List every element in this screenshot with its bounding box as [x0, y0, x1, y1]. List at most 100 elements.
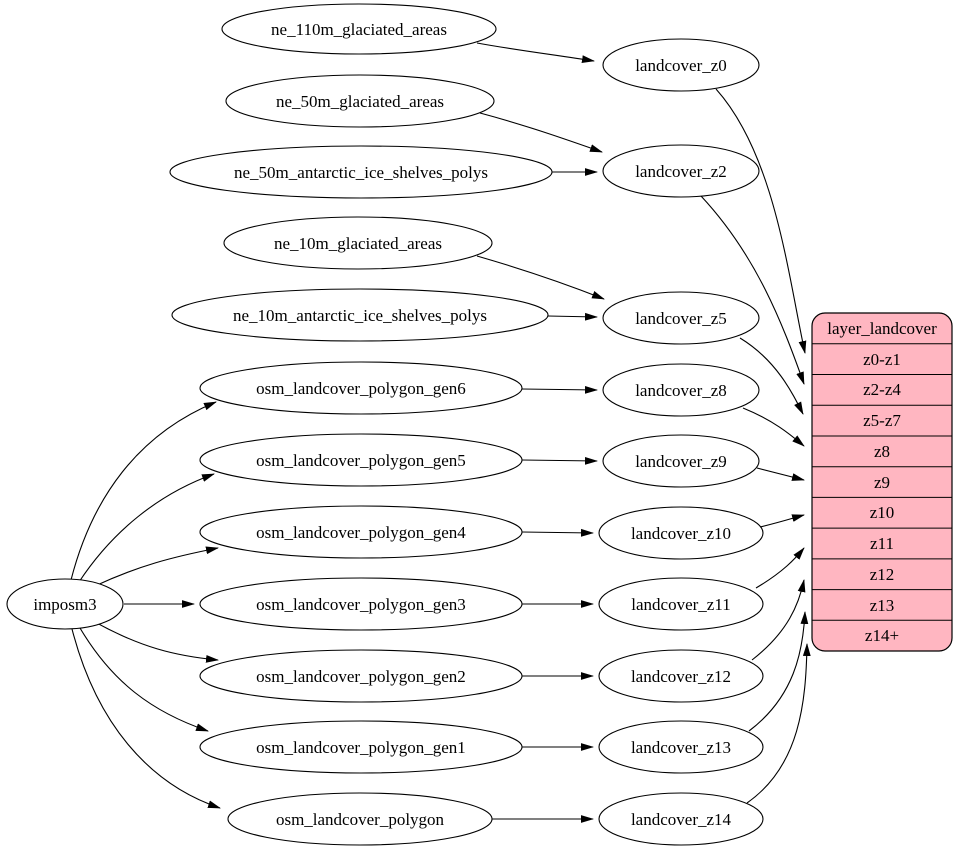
record-row-z9: z9	[874, 473, 890, 492]
edge-ne10m-antarctic-to-z5	[547, 312, 598, 321]
edge-imposm3-to-gen2	[94, 621, 219, 663]
edge-ne10m-glaciated-to-z5	[476, 255, 605, 300]
edge-imposm3-to-gen1	[79, 627, 209, 732]
edge-z10-to-row-z10	[759, 514, 805, 528]
node-label: landcover_z12	[631, 667, 731, 686]
node-ellipse	[199, 505, 523, 559]
record-row-z12: z12	[870, 565, 895, 584]
node-label: landcover_z8	[635, 381, 727, 400]
node-ellipse	[199, 433, 523, 487]
node-ellipse	[598, 577, 764, 631]
node-osm-landcover-polygon-gen6: osm_landcover_polygon_gen6	[199, 361, 523, 415]
edges-sources-to-views	[476, 42, 605, 823]
edge-gen6-to-z8	[521, 385, 598, 394]
edge-gen5-to-z9	[521, 456, 598, 465]
edge-imposm3-to-polygon	[71, 628, 221, 809]
edge-z11-to-row-z11	[755, 547, 805, 589]
node-landcover-z13: landcover_z13	[598, 720, 764, 774]
node-landcover-z11: landcover_z11	[598, 577, 764, 631]
node-imposm3: imposm3	[6, 578, 124, 630]
node-ellipse	[598, 792, 764, 846]
edge-z14-to-row-z14plus	[746, 643, 811, 804]
node-osm-landcover-polygon-gen1: osm_landcover_polygon_gen1	[199, 720, 523, 774]
edge-z2-to-row-z2-z4	[700, 195, 805, 385]
node-label: ne_10m_glaciated_areas	[274, 234, 442, 253]
node-label: osm_landcover_polygon_gen1	[256, 738, 466, 757]
node-ellipse	[598, 506, 764, 560]
record-row-z0-z1: z0-z1	[863, 350, 901, 369]
node-ellipse	[227, 792, 493, 846]
node-ellipse	[602, 38, 760, 92]
node-landcover-z0: landcover_z0	[602, 38, 760, 92]
edge-ne110m-to-z0	[476, 42, 595, 63]
node-landcover-z10: landcover_z10	[598, 506, 764, 560]
edge-z5-to-row-z5-z7	[739, 337, 804, 415]
node-label: landcover_z5	[635, 309, 727, 328]
node-ellipse	[199, 720, 523, 774]
node-ne-50m-antarctic-ice-shelves-polys: ne_50m_antarctic_ice_shelves_polys	[169, 145, 553, 199]
node-label: landcover_z10	[631, 524, 731, 543]
edge-imposm3-to-gen6	[70, 401, 217, 581]
edges-imposm3-to-tables	[70, 401, 221, 809]
node-label: landcover_z11	[631, 595, 730, 614]
node-ellipse	[598, 649, 764, 703]
record-outline	[811, 312, 953, 652]
record-row-z14plus: z14+	[865, 626, 899, 645]
node-label: landcover_z14	[631, 810, 732, 829]
node-ne-10m-antarctic-ice-shelves-polys: ne_10m_antarctic_ice_shelves_polys	[171, 288, 549, 342]
node-ne-110m-glaciated-areas: ne_110m_glaciated_areas	[221, 3, 497, 55]
node-ellipse	[602, 363, 760, 417]
node-label: osm_landcover_polygon_gen6	[256, 379, 466, 398]
node-osm-landcover-polygon-gen3: osm_landcover_polygon_gen3	[199, 577, 523, 631]
node-ellipse	[169, 145, 553, 199]
edge-z8-to-row-z8	[742, 407, 805, 447]
record-row-z10: z10	[870, 503, 895, 522]
node-ellipse	[221, 3, 497, 55]
node-osm-landcover-polygon: osm_landcover_polygon	[227, 792, 493, 846]
node-osm-landcover-polygon-gen2: osm_landcover_polygon_gen2	[199, 649, 523, 703]
node-label: ne_50m_antarctic_ice_shelves_polys	[234, 163, 488, 182]
node-label: ne_10m_antarctic_ice_shelves_polys	[233, 306, 487, 325]
node-ellipse	[602, 291, 760, 345]
node-label: osm_landcover_polygon_gen5	[256, 451, 466, 470]
node-label: landcover_z0	[635, 56, 727, 75]
record-title: layer_landcover	[827, 319, 937, 338]
node-landcover-z8: landcover_z8	[602, 363, 760, 417]
node-ellipse	[602, 434, 760, 488]
record-row-z5-z7: z5-z7	[863, 411, 901, 430]
node-ellipse	[225, 74, 495, 128]
node-label: osm_landcover_polygon_gen4	[256, 523, 466, 542]
record-row-z13: z13	[870, 596, 895, 615]
edge-z13-to-row-z13	[748, 611, 809, 732]
node-label: landcover_z13	[631, 738, 731, 757]
node-label: landcover_z9	[635, 452, 727, 471]
node-landcover-z5: landcover_z5	[602, 291, 760, 345]
node-ellipse	[199, 649, 523, 703]
node-ne-10m-glaciated-areas: ne_10m_glaciated_areas	[223, 216, 493, 270]
node-ellipse	[598, 720, 764, 774]
node-ellipse	[199, 361, 523, 415]
node-ne-50m-glaciated-areas: ne_50m_glaciated_areas	[225, 74, 495, 128]
node-landcover-z14: landcover_z14	[598, 792, 764, 846]
record-layer-landcover: layer_landcover z0-z1 z2-z4 z5-z7 z8 z9 …	[811, 312, 953, 652]
edges-views-to-layer	[700, 88, 811, 804]
node-label: osm_landcover_polygon	[276, 810, 445, 829]
node-landcover-z12: landcover_z12	[598, 649, 764, 703]
node-osm-landcover-polygon-gen4: osm_landcover_polygon_gen4	[199, 505, 523, 559]
record-row-z11: z11	[870, 534, 894, 553]
edge-ne50m-glaciated-to-z2	[479, 112, 603, 153]
record-row-z8: z8	[874, 442, 890, 461]
edge-z9-to-row-z9	[756, 467, 805, 481]
edge-imposm3-to-gen4	[94, 546, 219, 587]
node-ellipse	[223, 216, 493, 270]
edge-z12-to-row-z12	[751, 579, 806, 661]
edge-imposm3-to-gen5	[78, 473, 215, 583]
node-ellipse	[171, 288, 549, 342]
node-ellipse	[6, 578, 124, 630]
node-label: osm_landcover_polygon_gen3	[256, 595, 466, 614]
node-landcover-z9: landcover_z9	[602, 434, 760, 488]
node-label: imposm3	[33, 595, 96, 614]
record-row-z2-z4: z2-z4	[863, 380, 901, 399]
